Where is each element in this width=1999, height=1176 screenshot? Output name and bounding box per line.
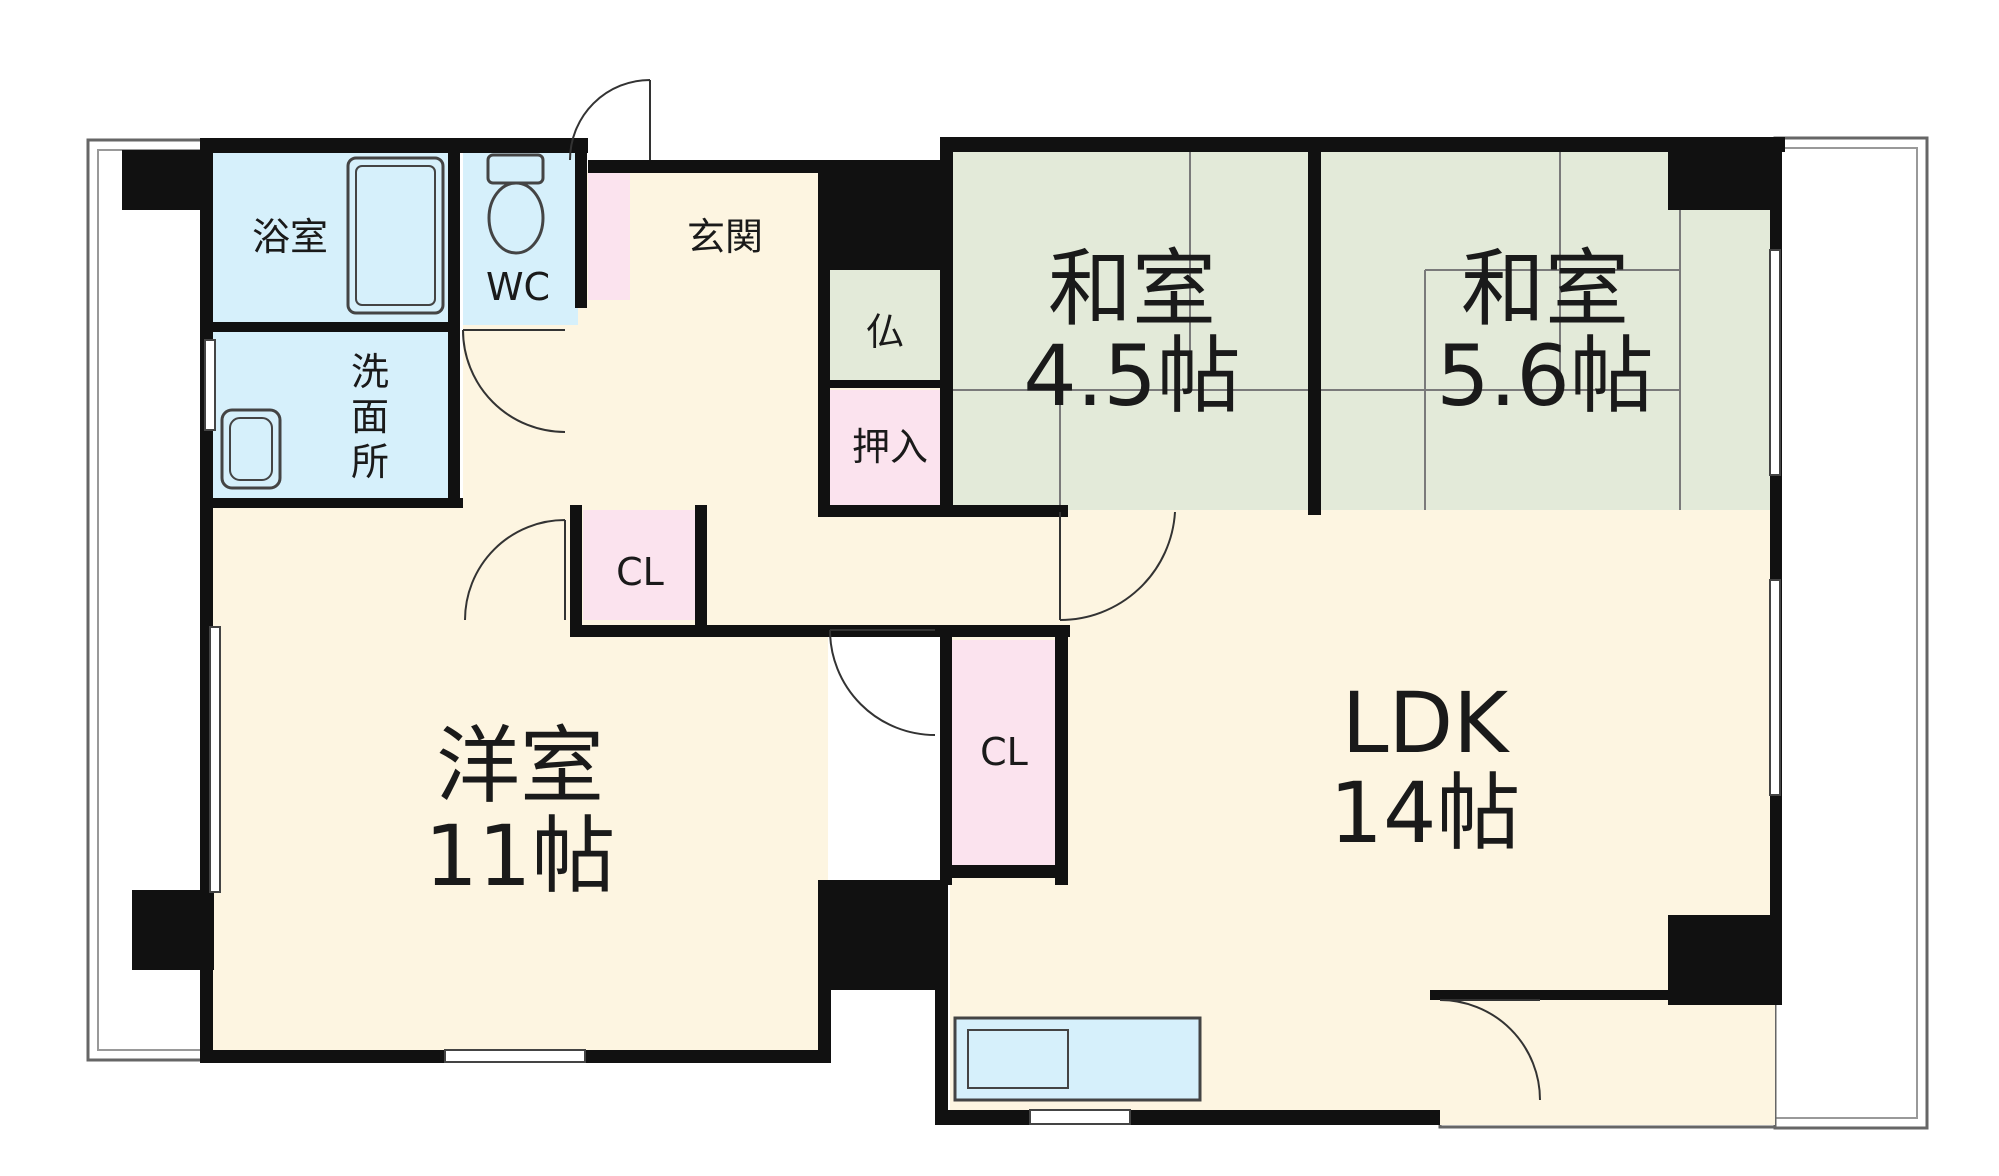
cl1-floor: [583, 510, 703, 620]
balcony-right: [1773, 136, 1929, 1130]
label-washroom-2: 面: [351, 395, 389, 439]
label-washitsu1-size: 4.5帖: [1023, 327, 1241, 425]
label-altar: 仏: [866, 310, 904, 354]
label-cl1: CL: [616, 550, 664, 594]
kitchen-counter: [953, 1016, 1202, 1102]
label-entrance: 玄関: [687, 215, 763, 259]
genkan-shoebox: [588, 170, 630, 300]
label-ldk-size: 14帖: [1330, 764, 1521, 862]
label-yoshitsu-name: 洋室: [436, 717, 604, 815]
label-washroom-3: 所: [351, 440, 389, 484]
cl2-floor: [948, 640, 1058, 865]
label-washitsu2-name: 和室: [1461, 240, 1629, 338]
label-cl2: CL: [980, 730, 1028, 774]
label-ldk-name: LDK: [1342, 674, 1510, 772]
door-swings: [462, 79, 1541, 1101]
label-washitsu2-size: 5.6帖: [1436, 327, 1654, 425]
label-washroom-1: 洗: [351, 350, 389, 394]
washbasin: [220, 408, 282, 490]
oshiire-floor: [830, 390, 950, 505]
toilet: [486, 153, 545, 255]
windows: [204, 249, 1781, 1125]
tatami-lines: [950, 150, 1681, 510]
altar-floor: [830, 270, 950, 380]
label-wc: WC: [486, 265, 550, 309]
walls: [122, 137, 1785, 1125]
hall-lower-floor: [700, 505, 1070, 625]
label-yoshitsu-size: 11帖: [425, 807, 616, 905]
bathtub: [346, 156, 445, 315]
label-bath: 浴室: [252, 215, 328, 259]
label-washitsu1-name: 和室: [1048, 240, 1216, 338]
washitsu1-floor: [950, 150, 1315, 510]
label-oshiire: 押入: [852, 425, 928, 469]
